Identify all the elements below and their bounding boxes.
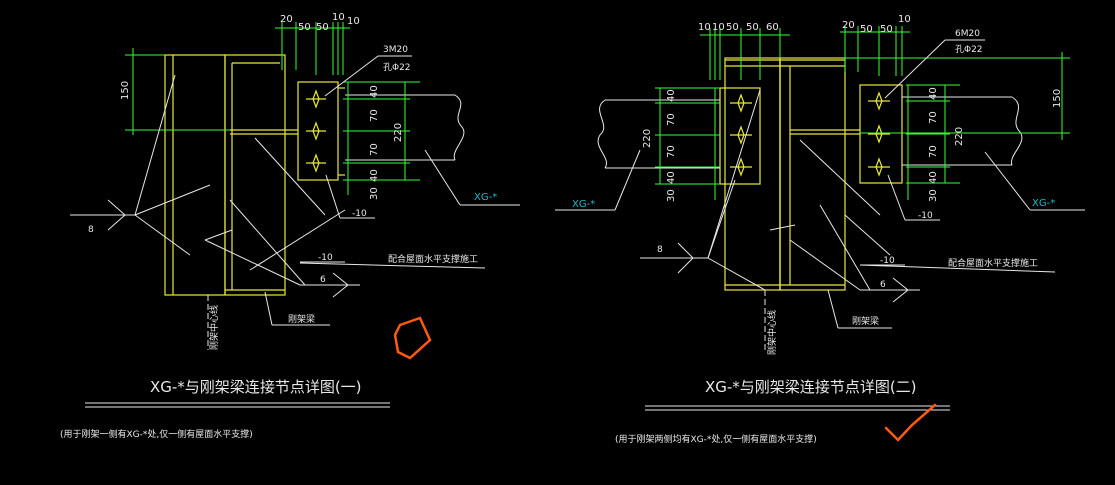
weld-size-left-2: 8 [657, 245, 663, 255]
bolt-marker [312, 153, 320, 173]
plate-dim-5: 30 [369, 187, 380, 200]
bolt-note-2: 6M20 [955, 29, 980, 39]
right-dimension: 150 [845, 52, 1070, 140]
weld-size-right-2: 6 [880, 280, 886, 290]
dim-top-l5: 60 [766, 22, 779, 33]
member-label-left: XG-* [572, 199, 595, 210]
dim-top-r2: 50 [860, 24, 873, 35]
plate-dimensions: 40 70 70 40 30 220 [343, 81, 420, 200]
bolt-marker [875, 124, 883, 144]
column-left [724, 57, 781, 291]
weld-symbol-left-2: 8 [640, 242, 708, 274]
top-dimensions-left: 10 10 50 50 60 [698, 22, 790, 80]
axis-note-2: 刚架中心线 [766, 310, 778, 355]
plate-dim-r3: 70 [928, 145, 939, 158]
dim-top-r1: 20 [842, 20, 855, 31]
axis-note: 刚架中心线 [208, 305, 220, 350]
hole-note: 孔Φ22 [383, 62, 411, 73]
plate-dimensions-left: 40 70 70 40 30 220 [642, 87, 720, 202]
dim-right-150: 150 [1052, 89, 1063, 108]
dim-top-1: 20 [280, 14, 293, 25]
dim-top-2: 50 [298, 22, 311, 33]
plate-thk-2: -10 [318, 253, 333, 263]
bolt-marker [312, 89, 320, 109]
markup-shape [393, 316, 432, 360]
bolt-marker [875, 157, 883, 177]
depth-dim-right: 220 [954, 127, 965, 146]
depth-dim: 220 [393, 123, 404, 142]
plate-dim-l2: 70 [666, 113, 677, 126]
plate-dim-l4: 40 [666, 171, 677, 184]
detail-title-2: XG-*与刚架梁连接节点详图(二) [705, 378, 917, 396]
column-flange [164, 54, 226, 296]
plate-thk-2a: -10 [918, 211, 933, 221]
connection-plate-right [859, 84, 903, 184]
dim-top-4: 10 [332, 12, 345, 23]
weld-size-right: 6 [320, 275, 326, 285]
top-dimensions: 20 50 50 10 10 [275, 12, 360, 75]
dim-left-150: 150 [120, 81, 131, 100]
dim-top-l2: 10 [712, 22, 725, 33]
markup-check [884, 403, 937, 442]
weld-symbol-right-2: 6 [860, 277, 920, 303]
bolt-marker [875, 91, 883, 111]
bolt-marker [737, 125, 745, 145]
plate-thk-2b: -10 [880, 256, 895, 266]
bolt-note: 3M20 [383, 45, 408, 55]
dim-top-l1: 10 [698, 22, 711, 33]
top-dimensions-right: 20 50 50 10 [840, 14, 911, 76]
plate-dim-r2: 70 [928, 111, 939, 124]
connection-plate-left [719, 87, 761, 185]
detail-note: (用于刚架一侧有XG-*处,仅一侧有屋面水平支撑) [60, 428, 253, 440]
bolt-marker [312, 121, 320, 141]
plate-dim-l3: 70 [666, 145, 677, 158]
plate-dim-r5: 30 [928, 189, 939, 202]
weld-leaders [134, 74, 346, 286]
tube-member-right [902, 96, 1023, 166]
plate-thk-1: -10 [352, 209, 367, 219]
beam-note-2: 刚架梁 [852, 315, 879, 327]
brace-note: 配合屋面水平支撑施工 [388, 253, 478, 265]
hole-note-2: 孔Φ22 [955, 44, 983, 55]
plate-dim-r1: 40 [928, 87, 939, 100]
plate-dim-1: 40 [369, 85, 380, 98]
dim-top-r3: 50 [880, 24, 893, 35]
dim-top-3: 50 [316, 22, 329, 33]
tube-member-left [597, 99, 720, 169]
member-label-right: XG-* [1032, 198, 1055, 209]
tube-member [345, 94, 465, 161]
brace-note-2: 配合屋面水平支撑施工 [948, 257, 1038, 269]
left-dimension: 150 [120, 48, 230, 135]
weld-symbol-left: 8 [70, 199, 135, 235]
dim-top-r4: 10 [898, 14, 911, 25]
plate-dim-l5: 30 [666, 189, 677, 202]
plate-dimensions-right: 40 70 70 40 30 220 [906, 84, 965, 202]
member-label: XG-* [474, 192, 497, 203]
dim-top-l3: 50 [726, 22, 739, 33]
bolt-group [306, 89, 326, 173]
plate-dim-2: 70 [369, 109, 380, 122]
plate-dim-4: 40 [369, 169, 380, 182]
weld-symbol-right: 6 [300, 272, 360, 298]
detail-2: 10 10 50 50 60 20 50 50 10 150 [555, 14, 1085, 445]
column-web [224, 54, 286, 296]
bolt-marker [737, 157, 745, 177]
detail-note-2: (用于刚架两侧均有XG-*处,仅一侧有屋面水平支撑) [615, 433, 817, 445]
detail-1: 20 50 50 10 10 150 40 70 70 40 30 [60, 12, 520, 440]
dim-top-5: 10 [347, 16, 360, 27]
weld-leaders-2 [707, 89, 891, 291]
beam-note: 刚架梁 [288, 313, 315, 325]
dim-top-l4: 50 [746, 22, 759, 33]
plate-dim-r4: 40 [928, 171, 939, 184]
plate-dim-l1: 40 [666, 89, 677, 102]
weld-size-left: 8 [88, 225, 94, 235]
plate-dim-3: 70 [369, 143, 380, 156]
detail-title: XG-*与刚架梁连接节点详图(一) [150, 378, 362, 396]
connection-plate [297, 81, 339, 181]
depth-dim-left: 220 [642, 129, 653, 148]
bolt-marker [737, 93, 745, 113]
